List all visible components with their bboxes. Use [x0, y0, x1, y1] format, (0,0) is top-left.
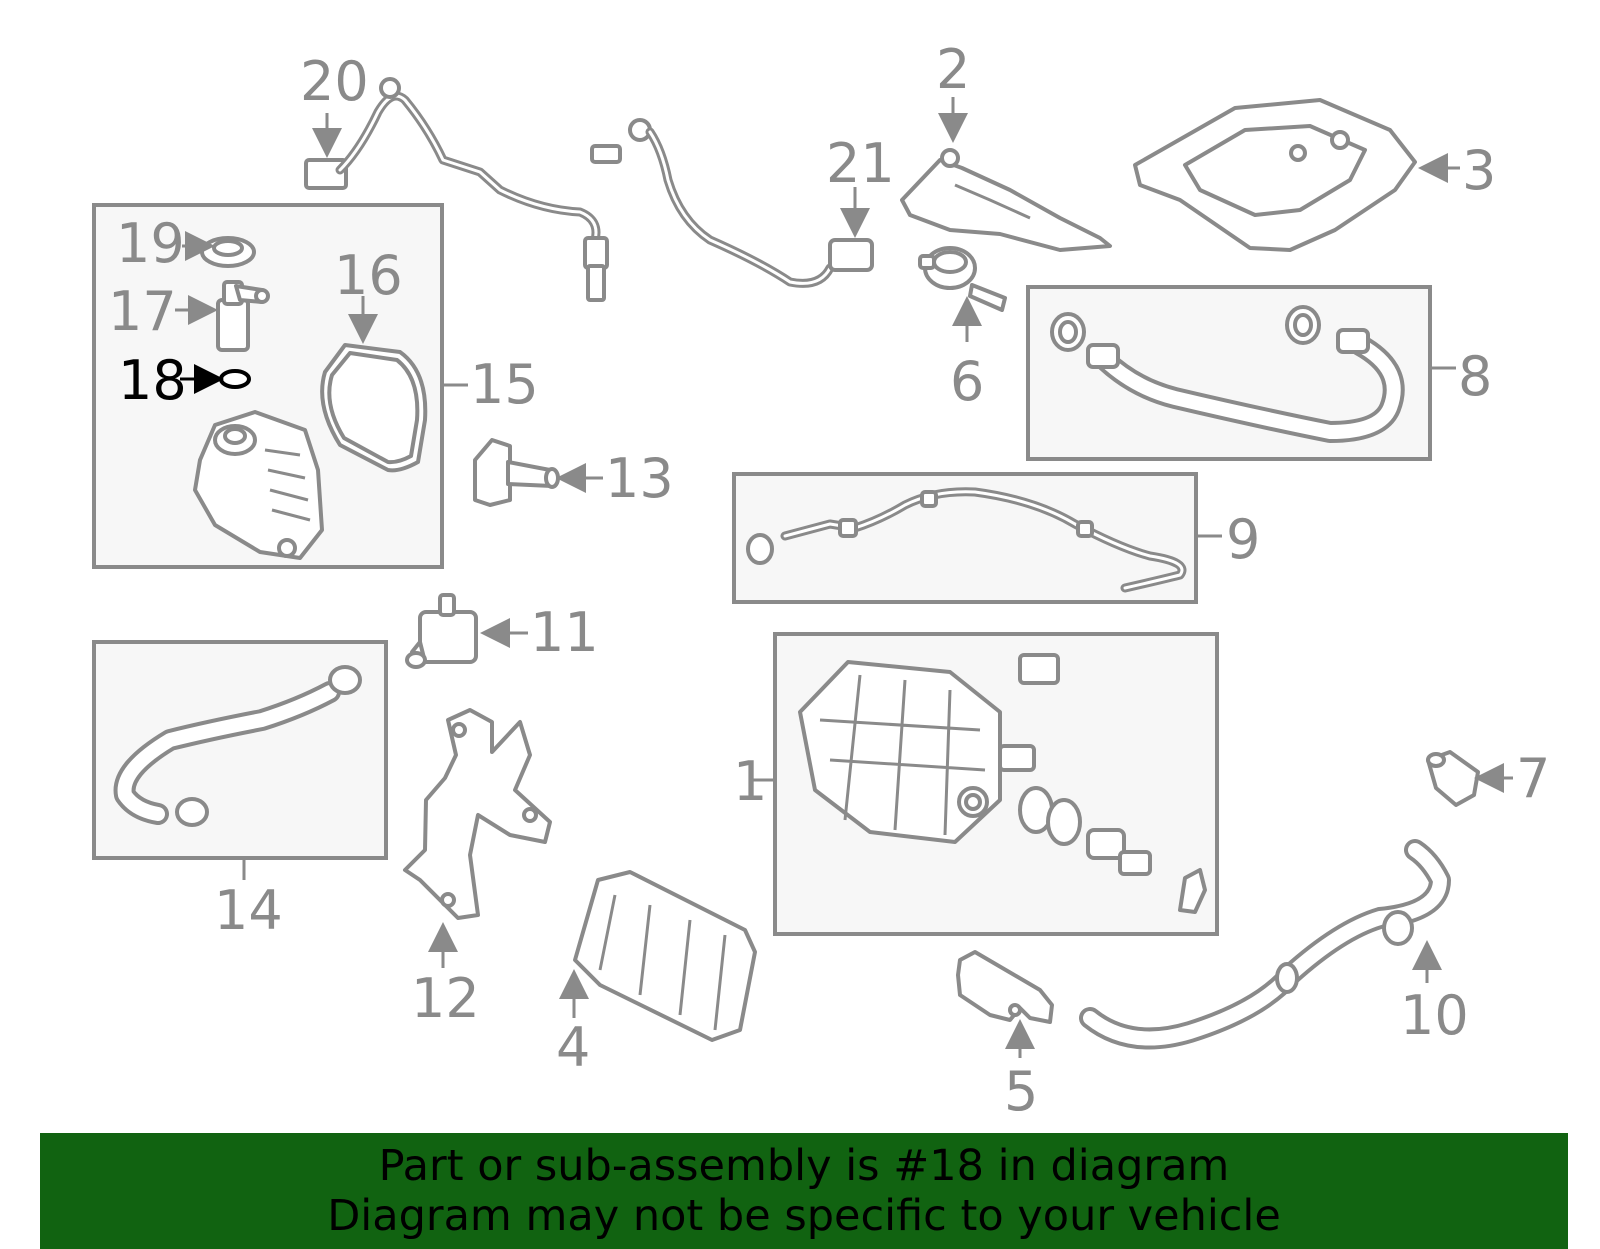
part-12-bracket[interactable]: [403, 708, 552, 920]
part-20-oxygen-sensor[interactable]: [304, 77, 609, 302]
callout-9[interactable]: 9: [1226, 508, 1260, 571]
part-19-grommet[interactable]: [200, 236, 256, 268]
part-17-valve[interactable]: [216, 280, 270, 352]
part-1-charcoal-canister[interactable]: [798, 653, 1207, 914]
callout-14[interactable]: 14: [214, 879, 283, 942]
part-15-separator-housing[interactable]: [193, 410, 324, 560]
part-8-hose-assembly[interactable]: [1050, 305, 1405, 443]
callout-20[interactable]: 20: [300, 50, 369, 113]
callout-4[interactable]: 4: [556, 1016, 590, 1079]
info-banner: Part or sub-assembly is #18 in diagram D…: [40, 1133, 1568, 1249]
callout-11[interactable]: 11: [530, 601, 599, 664]
part-5-bracket[interactable]: [956, 950, 1054, 1024]
callout-13[interactable]: 13: [605, 447, 674, 510]
callout-1[interactable]: 1: [733, 750, 767, 813]
callout-labels: 20 2 3 21 19 16 17 18 15 6 8 13 9 11 1 7…: [108, 38, 1550, 1123]
callout-5[interactable]: 5: [1004, 1060, 1038, 1123]
part-16-gasket[interactable]: [320, 343, 428, 473]
callout-12[interactable]: 12: [411, 967, 480, 1030]
callout-3[interactable]: 3: [1462, 139, 1496, 202]
callout-21[interactable]: 21: [826, 132, 895, 195]
callout-8[interactable]: 8: [1458, 345, 1492, 408]
callout-16[interactable]: 16: [334, 244, 403, 307]
part-2-bracket[interactable]: [900, 148, 1112, 252]
callout-18[interactable]: 18: [118, 349, 187, 412]
callout-2[interactable]: 2: [936, 38, 970, 101]
callout-10[interactable]: 10: [1400, 984, 1469, 1047]
callout-19[interactable]: 19: [116, 212, 185, 275]
callout-15[interactable]: 15: [470, 353, 539, 416]
part-11-valve[interactable]: [405, 593, 478, 669]
part-21-oxygen-sensor[interactable]: [590, 118, 874, 288]
part-9-vent-line[interactable]: [746, 487, 1187, 593]
callout-7[interactable]: 7: [1516, 747, 1550, 810]
leader-lines: [175, 97, 1513, 1058]
banner-line-2: Diagram may not be specific to your vehi…: [327, 1191, 1281, 1241]
part-3-mounting-frame[interactable]: [1133, 98, 1417, 252]
banner-line-1: Part or sub-assembly is #18 in diagram: [378, 1141, 1230, 1191]
part-10-hose[interactable]: [1079, 839, 1451, 1050]
part-18-o-ring[interactable]: [219, 369, 251, 389]
part-14-hose[interactable]: [113, 665, 362, 827]
part-4-heat-shield[interactable]: [573, 870, 757, 1042]
callout-17[interactable]: 17: [108, 280, 177, 343]
part-6-purge-valve[interactable]: [918, 246, 1007, 312]
part-13-sensor[interactable]: [473, 438, 560, 507]
callout-6[interactable]: 6: [950, 350, 984, 413]
part-7-cap[interactable]: [1426, 750, 1480, 807]
